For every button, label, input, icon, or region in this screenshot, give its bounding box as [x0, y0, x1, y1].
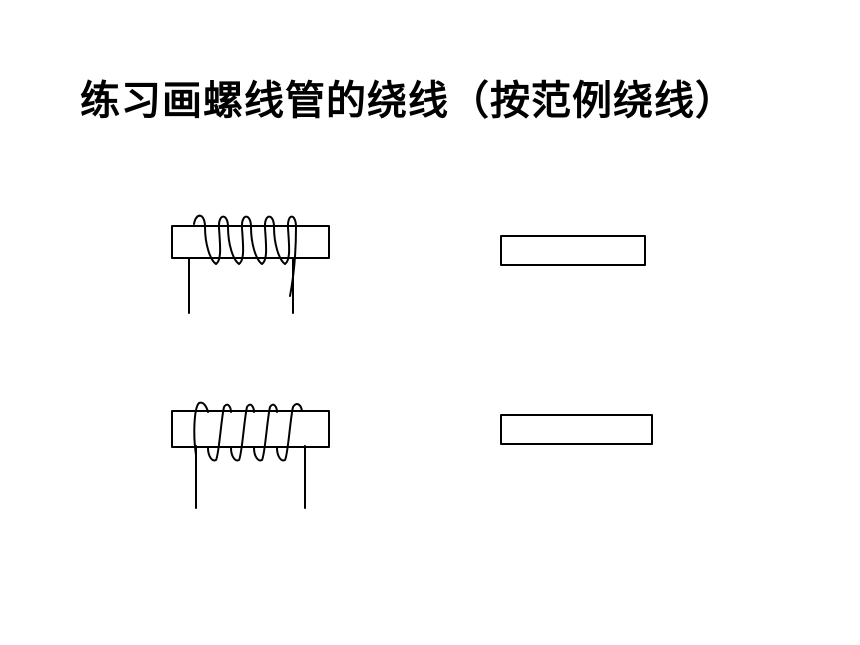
example-solenoid-1: [171, 214, 330, 314]
page-title: 练习画螺线管的绕线（按范例绕线）: [80, 78, 736, 124]
practice-core-2: [500, 414, 653, 445]
coil-winding: [193, 401, 303, 462]
practice-core-1: [500, 235, 646, 266]
example-solenoid-2: [171, 401, 330, 509]
coil-winding: [193, 214, 297, 297]
solenoid-core: [171, 410, 330, 448]
